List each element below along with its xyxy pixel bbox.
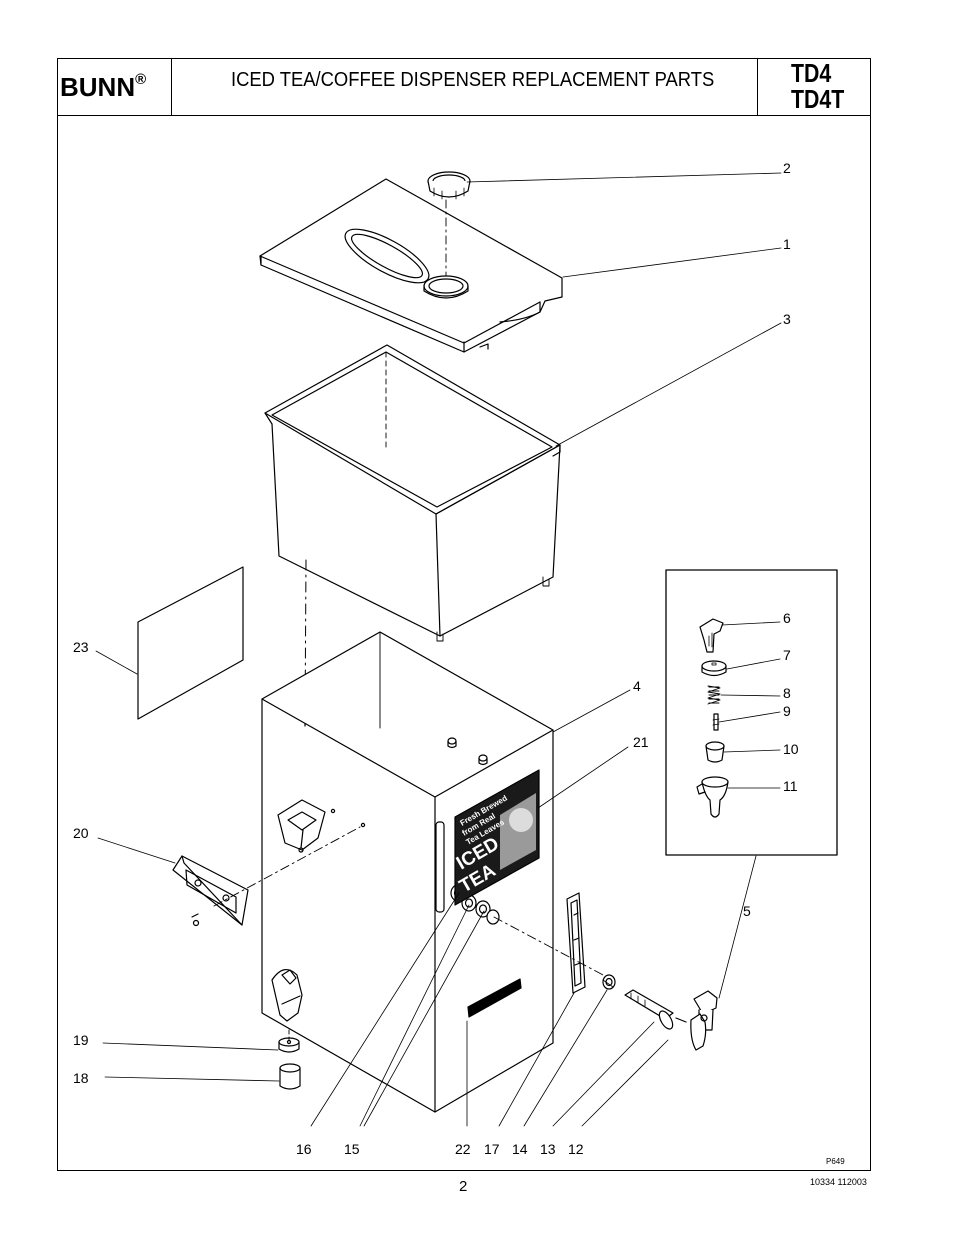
model-number-td4: TD4 (791, 58, 832, 88)
title-block: BUNN® ICED TEA/COFFEE DISPENSER REPLACEM… (58, 59, 870, 116)
leader-lines (95, 172, 782, 1127)
lid-cap (427, 171, 471, 200)
drawing-id: P649 (826, 1157, 845, 1166)
callout-17: 17 (484, 1141, 500, 1157)
callout-21: 21 (633, 734, 649, 750)
bonnet (701, 660, 727, 677)
faucet-detail-box (665, 569, 838, 856)
callout-20: 20 (73, 825, 89, 841)
spring (707, 685, 721, 705)
callout-3: 3 (783, 311, 791, 327)
callout-22: 22 (455, 1141, 471, 1157)
sight-gauge (566, 892, 586, 994)
model-cell: TD4 TD4T (758, 59, 870, 115)
top-fittings (447, 737, 488, 766)
callout-18: 18 (73, 1070, 89, 1086)
callout-12: 12 (568, 1141, 584, 1157)
label-sheet (137, 566, 244, 720)
cover-plate-alignment-line (213, 826, 361, 907)
registered-mark: ® (135, 71, 147, 89)
bunn-logo: BUNN® (60, 71, 147, 103)
faucet-body (696, 776, 729, 818)
tea-liner (264, 344, 561, 642)
faucet-shank (624, 989, 687, 1030)
title-cell: ICED TEA/COFFEE DISPENSER REPLACEMENT PA… (172, 59, 758, 115)
callout-10: 10 (783, 741, 799, 757)
lid (259, 178, 563, 353)
iced-tea-panel: Fresh Brewed from Real Tea Leaves ICED T… (453, 769, 540, 906)
callout-4: 4 (633, 678, 641, 694)
faucet (690, 990, 718, 1051)
sight-slot (435, 821, 445, 913)
callout-19: 19 (73, 1032, 89, 1048)
stem (712, 713, 720, 731)
page-frame: BUNN® ICED TEA/COFFEE DISPENSER REPLACEM… (57, 58, 871, 1171)
callout-14: 14 (512, 1141, 528, 1157)
seat-cup (705, 741, 725, 763)
lid-opening (344, 228, 430, 284)
foot (279, 1063, 301, 1090)
lower-bracket (271, 969, 303, 1022)
callout-5: 5 (743, 903, 751, 919)
faucet-alignment-line (493, 916, 606, 977)
callout-11: 11 (783, 778, 798, 794)
side-bracket (277, 799, 366, 853)
callout-9: 9 (783, 703, 791, 719)
callout-6: 6 (783, 610, 791, 626)
model-number-td4t: TD4T (791, 84, 845, 114)
callout-7: 7 (783, 647, 791, 663)
callout-1: 1 (783, 236, 791, 252)
callout-8: 8 (783, 685, 791, 701)
callout-2: 2 (783, 160, 791, 176)
brand-name: BUNN (60, 72, 136, 102)
dispenser-housing: BUNN (261, 631, 554, 1113)
faucet-handle (699, 618, 724, 653)
page-number: 2 (459, 1178, 468, 1195)
faucet-washer (602, 974, 616, 990)
cover-plate (172, 855, 249, 927)
callout-23: 23 (73, 639, 89, 655)
callout-15: 15 (344, 1141, 360, 1157)
callout-16: 16 (296, 1141, 312, 1157)
logo-cell: BUNN® (58, 59, 172, 115)
callout-13: 13 (540, 1141, 556, 1157)
document-title: ICED TEA/COFFEE DISPENSER REPLACEMENT PA… (231, 69, 715, 91)
document-code: 10334 112003 (810, 1177, 867, 1187)
